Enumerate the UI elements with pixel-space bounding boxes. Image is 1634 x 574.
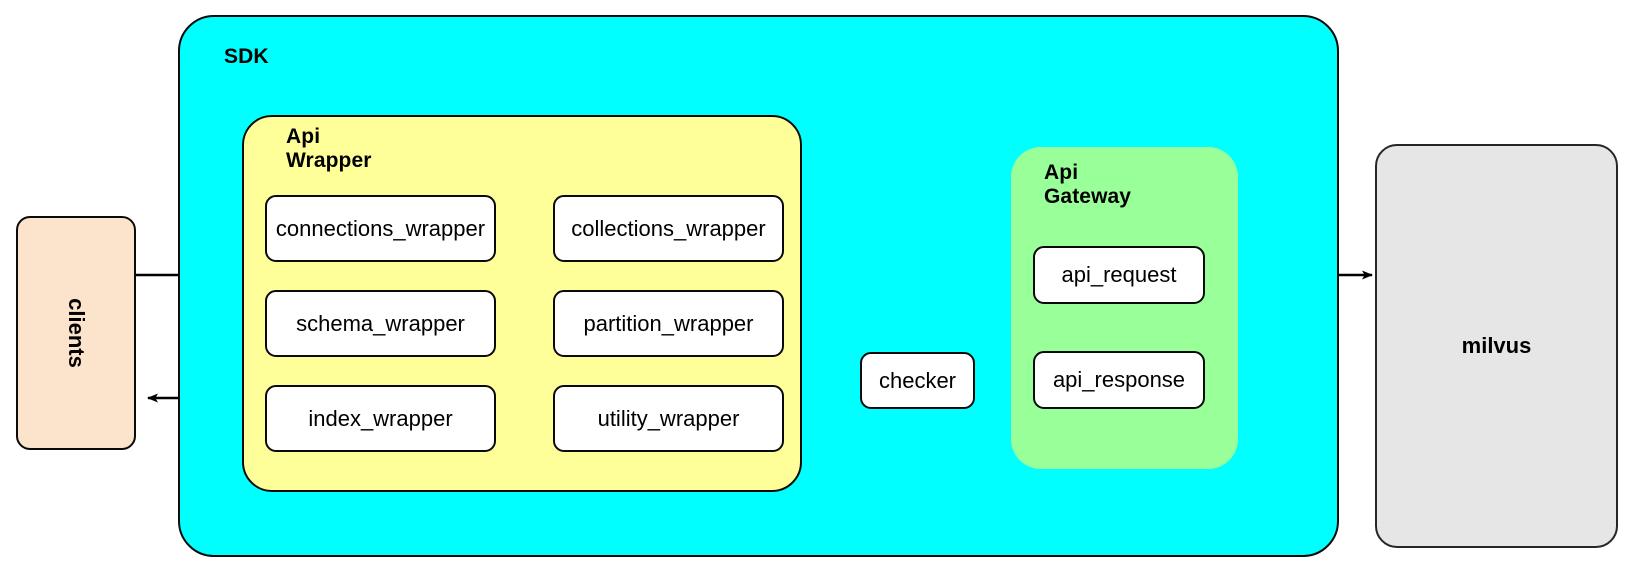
node-connections-wrapper[interactable]: connections_wrapper [265, 195, 496, 262]
clients-label: clients [18, 218, 134, 448]
node-milvus[interactable]: milvus [1375, 144, 1618, 548]
node-schema-wrapper[interactable]: schema_wrapper [265, 290, 496, 357]
node-collections-wrapper[interactable]: collections_wrapper [553, 195, 784, 262]
sdk-label: SDK [224, 45, 269, 68]
node-partition-wrapper[interactable]: partition_wrapper [553, 290, 784, 357]
node-index-wrapper[interactable]: index_wrapper [265, 385, 496, 452]
node-checker[interactable]: checker [860, 352, 975, 409]
api-wrapper-label: Api Wrapper [286, 125, 372, 173]
node-clients[interactable]: clients [16, 216, 136, 450]
node-utility-wrapper[interactable]: utility_wrapper [553, 385, 784, 452]
node-api-gateway-container[interactable]: Api Gateway [1011, 147, 1238, 469]
clients-label-text: clients [63, 298, 89, 368]
api-gateway-label: Api Gateway [1044, 161, 1132, 209]
node-api-response[interactable]: api_response [1033, 351, 1205, 409]
node-api-request[interactable]: api_request [1033, 246, 1205, 304]
